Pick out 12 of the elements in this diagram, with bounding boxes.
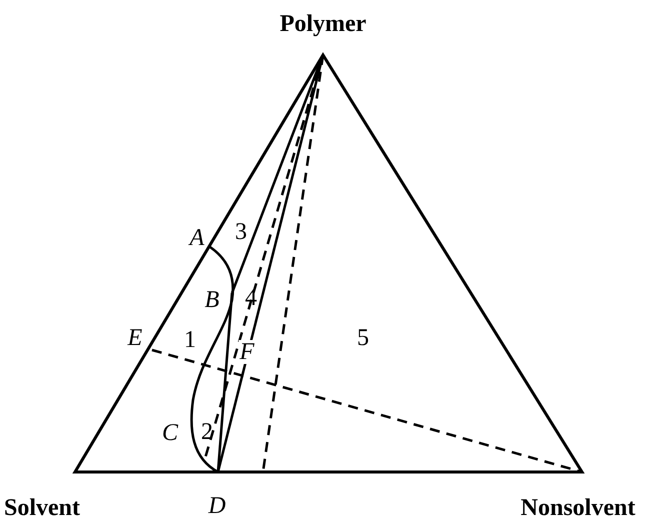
point-label: C bbox=[162, 421, 178, 445]
region-number: 5 bbox=[357, 326, 369, 350]
point-label: E bbox=[128, 326, 142, 350]
point-label: A bbox=[190, 226, 204, 250]
point-label: D bbox=[208, 494, 226, 518]
region-number: 3 bbox=[235, 220, 247, 244]
phase-label: Polymer bbox=[280, 12, 366, 36]
phase-label: Solvent bbox=[4, 496, 80, 520]
region-number: 1 bbox=[184, 328, 196, 352]
point-label: B bbox=[204, 288, 220, 312]
phase-label: Nonsolvent bbox=[520, 496, 636, 520]
point-label: F bbox=[238, 340, 256, 364]
